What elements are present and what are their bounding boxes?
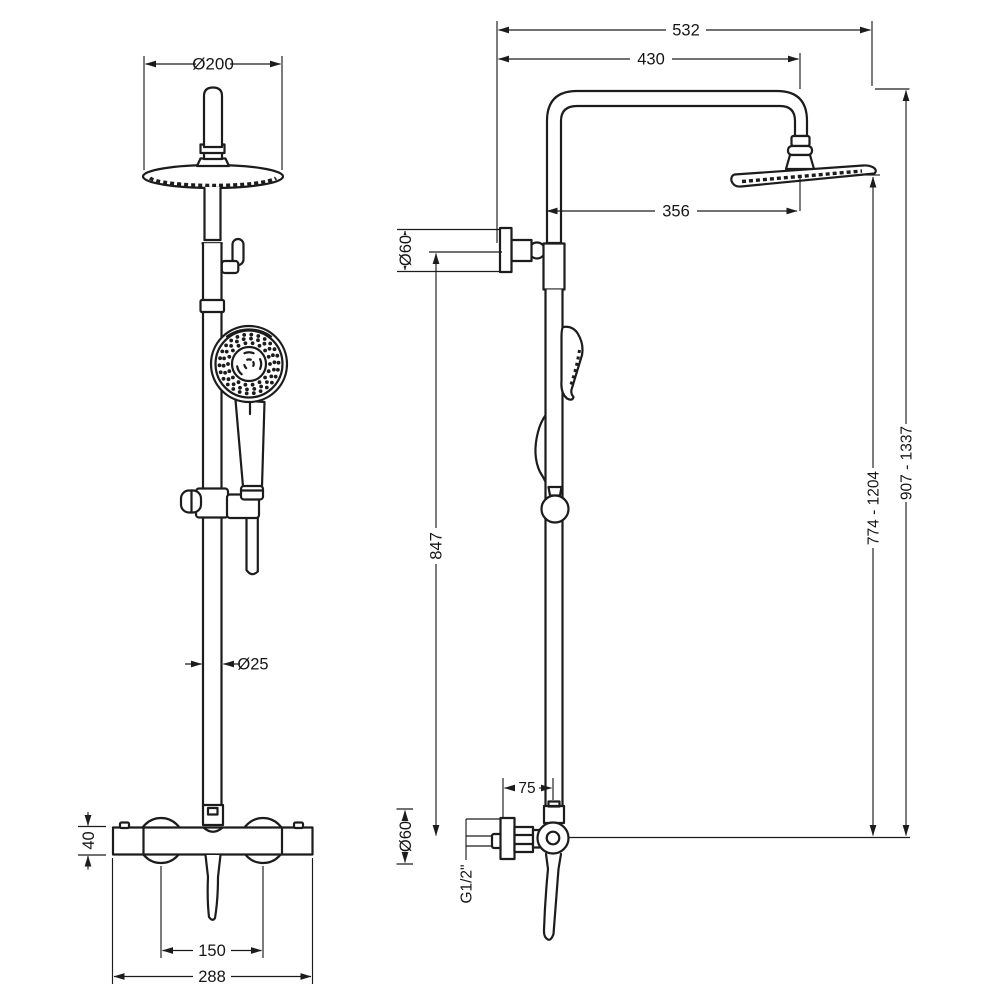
dim-label-valve-width: 288 (198, 968, 226, 986)
handset-spray-dots (217, 332, 281, 396)
riser-lock-collar (199, 298, 226, 314)
side-view (490, 89, 910, 941)
dim-label-inlet-thread: G1/2" (459, 864, 476, 903)
valve-outlet-hose-front (204, 853, 222, 921)
rain-head-nozzles (148, 176, 278, 188)
arm-nut (790, 134, 811, 148)
head-mount-cone-side (784, 153, 816, 171)
handset-inner-ring (230, 345, 268, 383)
dim-label-valve-flange-diameter: Ø60 (397, 821, 415, 852)
dim-valve-width: 288 (111, 858, 314, 986)
handset-face-outer (209, 324, 289, 404)
valve-union-nut (513, 825, 535, 854)
slider-neck-side (547, 485, 563, 497)
arm-end-knob (202, 86, 224, 149)
dim-head-diameter: Ø200 (143, 55, 283, 170)
dim-label-overall-reach: 532 (672, 22, 700, 40)
handset-top-crescent (225, 328, 273, 338)
dim-label-wall-to-riser: 75 (518, 780, 535, 797)
valve-cap-lines (142, 826, 284, 856)
valve-wall-flange (499, 816, 516, 861)
dimensions: Ø200 Ø25 40 150 288 (78, 21, 916, 986)
valve-connector-side (542, 804, 566, 825)
valve-outlet-hose-side (542, 852, 563, 941)
dim-label-wall-to-head: 430 (637, 51, 665, 69)
dim-label-overall-height-range: 907 - 1337 (899, 426, 916, 500)
riser-sleeve (542, 242, 566, 291)
dim-riser-to-head: 356 (546, 203, 798, 221)
bracket-neck (510, 238, 533, 263)
handset-side-nozzles (569, 349, 581, 387)
valve-stub-right (292, 821, 305, 830)
riser-upper-front (203, 186, 222, 242)
dim-label-valve-height: 40 (80, 831, 98, 849)
bracket-wall-flange (498, 226, 513, 274)
dim-wall-to-head: 430 (498, 51, 801, 211)
dim-overall-reach: 532 (496, 21, 873, 243)
head-mount-base (195, 157, 231, 168)
front-view (111, 86, 314, 921)
dim-wall-to-riser: 75 (502, 778, 554, 817)
dim-inlet-thread: G1/2" (459, 818, 500, 904)
dim-valve-flange-diameter: Ø60 (396, 808, 415, 865)
dim-label-handle-centres: 150 (198, 942, 226, 960)
dim-bracket-diameter: Ø60 (397, 228, 500, 273)
valve-connector-dome (202, 826, 224, 833)
dim-head-to-valve-range: 774 - 1204 (866, 174, 883, 836)
dim-label-riser-diameter: Ø25 (237, 656, 268, 674)
diverter-elbow (220, 259, 240, 275)
dim-label-bracket-to-valve: 847 (428, 532, 446, 560)
dim-label-head-to-valve-range: 774 - 1204 (866, 471, 883, 545)
dim-overall-height-range: 907 - 1337 (875, 88, 916, 836)
dim-riser-diameter: Ø25 (185, 656, 269, 674)
handset-mode-arcs (236, 351, 263, 376)
valve-stub-left (118, 821, 131, 830)
riser-joint (201, 238, 223, 245)
valve-knob-cap (545, 830, 561, 846)
union-nut-facets (513, 833, 535, 846)
dim-bracket-to-valve: 847 (428, 251, 502, 836)
rain-head-nozzles-side (741, 169, 863, 184)
dim-label-bracket-diameter: Ø60 (397, 235, 415, 266)
rain-head-side (730, 164, 877, 188)
valve-connector-notch-side (547, 800, 561, 808)
slider-knob-side (540, 494, 570, 524)
dim-label-head-diameter: Ø200 (192, 55, 234, 74)
valve-knob-side (536, 821, 570, 855)
head-ball-joint (786, 144, 814, 157)
handset-side (560, 325, 584, 401)
valve-connector-notch (206, 806, 219, 816)
dim-label-riser-to-head: 356 (662, 203, 690, 221)
handset-nut (239, 484, 265, 501)
dim-valve-height: 40 (78, 812, 106, 870)
dim-handle-centres: 150 (160, 866, 264, 960)
